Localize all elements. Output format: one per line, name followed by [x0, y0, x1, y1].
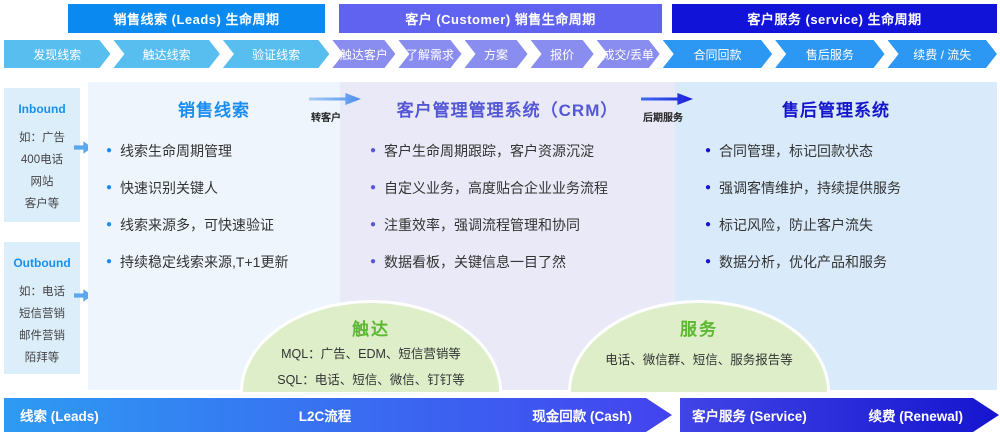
- bullet-dot-icon: ●: [705, 145, 712, 156]
- list-item: ● 标记风险，防止客户流失: [705, 215, 997, 235]
- after-sales-title: 售后管理系统: [782, 101, 890, 120]
- stage-renew-churn: 续费 / 流失: [888, 40, 997, 68]
- bullet-text: 合同管理，标记回款状态: [719, 143, 874, 159]
- list-item: ● 客户生命周期跟踪，客户资源沉淀: [370, 141, 675, 161]
- bullet-dot-icon: ●: [106, 219, 113, 230]
- bullet-text: 注重效率，强调流程管理和协同: [384, 217, 581, 233]
- bullet-text: 标记风险，防止客户流失: [719, 217, 874, 233]
- service-flow-arrow: 客户服务 (Service) 续费 (Renewal): [680, 398, 999, 432]
- outbound-line: 短信营销: [19, 307, 65, 320]
- list-item: ● 强调客情维护，持续提供服务: [705, 178, 997, 198]
- bullet-dot-icon: ●: [705, 182, 712, 193]
- stage-reach-leads: 触达线索: [113, 40, 219, 68]
- bullet-text: 数据看板，关键信息一目了然: [384, 254, 567, 270]
- bullet-dot-icon: ●: [106, 182, 113, 193]
- reach-circle: 触达 MQL：广告、EDM、短信营销等 SQL：电话、短信、微信、钉钉等: [240, 300, 502, 392]
- bullet-text: 持续稳定线索来源,T+1更新: [120, 254, 289, 270]
- bullet-dot-icon: ●: [370, 256, 377, 267]
- list-item: ● 线索生命周期管理: [106, 141, 340, 161]
- bullet-text: 强调客情维护，持续提供服务: [719, 180, 902, 196]
- stage-reach-customer: 触达客户: [332, 40, 395, 68]
- stage-chevron-row: 发现线索 触达线索 验证线索 触达客户 了解需求 方案 报价 成交/丢单 合同回…: [4, 40, 997, 68]
- inbound-box: Inbound 如：广告 400电话 网站 客户等: [4, 88, 80, 222]
- bullet-text: 快速识别关键人: [120, 180, 219, 196]
- stage-solution: 方案: [465, 40, 528, 68]
- bullet-text: 客户生命周期跟踪，客户资源沉淀: [384, 143, 595, 159]
- inbound-line: 客户等: [24, 197, 60, 210]
- bullet-dot-icon: ●: [370, 219, 377, 230]
- header-service-lifecycle: 客户服务 (service) 生命周期: [672, 4, 997, 33]
- bullet-text: 线索来源多，可快速验证: [120, 217, 275, 233]
- bottom-label-renewal: 续费 (Renewal): [868, 409, 963, 424]
- sales-leads-title: 销售线索: [178, 101, 250, 120]
- bullet-dot-icon: ●: [370, 182, 377, 193]
- outbound-title: Outbound: [13, 256, 71, 270]
- header-customer-lifecycle: 客户 (Customer) 销售生命周期: [339, 4, 662, 33]
- list-item: ● 持续稳定线索来源,T+1更新: [106, 252, 340, 272]
- stage-after-sales: 售后服务: [775, 40, 884, 68]
- inbound-line: 如：广告: [19, 132, 65, 144]
- bottom-label-cash: 现金回款 (Cash): [532, 409, 632, 424]
- bottom-label-service: 客户服务 (Service): [692, 409, 807, 424]
- header-leads-lifecycle: 销售线索 (Leads) 生命周期: [68, 4, 325, 33]
- bullet-dot-icon: ●: [705, 256, 712, 267]
- stage-quote: 报价: [531, 40, 594, 68]
- stage-contract-payment: 合同回款: [663, 40, 772, 68]
- stage-understand-needs: 了解需求: [398, 40, 461, 68]
- bullet-dot-icon: ●: [106, 256, 113, 267]
- transition-label-convert-customer: 转客户: [311, 113, 341, 124]
- list-item: ● 合同管理，标记回款状态: [705, 141, 997, 161]
- outbound-box: Outbound 如：电话 短信营销 邮件营销 陌拜等: [4, 242, 80, 374]
- stage-discover-leads: 发现线索: [4, 40, 110, 68]
- list-item: ● 快速识别关键人: [106, 178, 340, 198]
- bottom-label-leads: 线索 (Leads): [20, 409, 99, 424]
- inbound-title: Inbound: [18, 102, 66, 116]
- stage-win-lose: 成交/丢单: [597, 40, 660, 68]
- outbound-line: 陌拜等: [24, 351, 60, 364]
- stage-verify-leads: 验证线索: [223, 40, 329, 68]
- reach-circle-line: MQL：广告、EDM、短信营销等: [281, 347, 461, 361]
- bullet-text: 数据分析，优化产品和服务: [719, 254, 888, 270]
- bullet-dot-icon: ●: [370, 145, 377, 156]
- bullet-dot-icon: ●: [106, 145, 113, 156]
- transition-label-later-service: 后期服务: [643, 113, 683, 124]
- crm-title: 客户管理管理系统（CRM）: [396, 101, 619, 120]
- bullet-text: 自定义业务，高度贴合企业业务流程: [384, 180, 609, 196]
- list-item: ● 自定义业务，高度贴合企业业务流程: [370, 178, 675, 198]
- outbound-line: 如：电话: [19, 286, 65, 298]
- reach-circle-title: 触达: [352, 320, 390, 339]
- inbound-line: 400电话: [20, 153, 64, 166]
- outbound-line: 邮件营销: [19, 329, 65, 342]
- bullet-text: 线索生命周期管理: [120, 143, 233, 159]
- list-item: ● 注重效率，强调流程管理和协同: [370, 215, 675, 235]
- service-circle-line: 电话、微信群、短信、服务报告等: [605, 353, 793, 367]
- bullet-dot-icon: ●: [705, 219, 712, 230]
- reach-circle-line: SQL：电话、短信、微信、钉钉等: [277, 372, 465, 387]
- service-circle: 服务 电话、微信群、短信、服务报告等: [568, 300, 830, 392]
- inbound-line: 网站: [30, 175, 54, 188]
- service-circle-title: 服务: [680, 320, 718, 339]
- list-item: ● 数据看板，关键信息一目了然: [370, 252, 675, 272]
- bottom-label-l2c: L2C流程: [298, 409, 352, 424]
- list-item: ● 数据分析，优化产品和服务: [705, 252, 997, 272]
- list-item: ● 线索来源多，可快速验证: [106, 215, 340, 235]
- l2c-flow-arrow: 线索 (Leads) L2C流程 现金回款 (Cash): [4, 398, 672, 432]
